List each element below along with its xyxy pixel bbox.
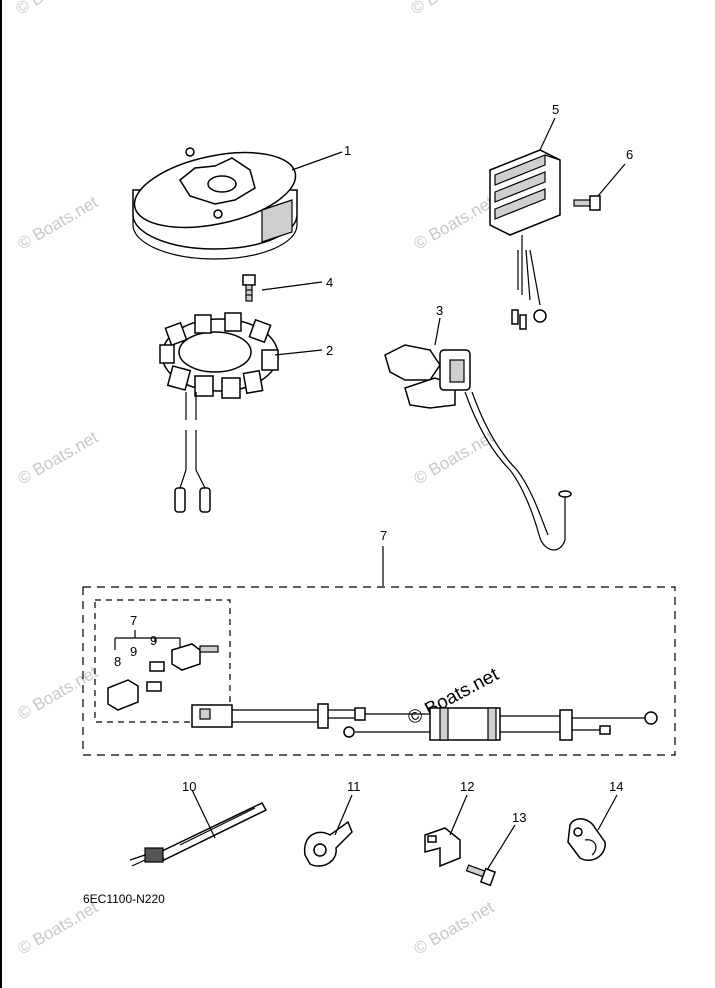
part-12-bracket	[424, 827, 461, 868]
callout-9a: 9	[130, 644, 137, 659]
watermark: © Boats.net	[15, 897, 102, 958]
callout-10: 10	[182, 779, 196, 794]
part-11-clamp	[303, 820, 353, 867]
part-6-screw	[573, 195, 601, 211]
part-2-stator	[159, 312, 279, 513]
part-13-screw	[465, 864, 497, 887]
watermark: © Boats.net	[13, 0, 100, 18]
leader-13	[486, 824, 516, 871]
watermark: © Boats.net	[408, 0, 495, 18]
callout-5: 5	[552, 102, 559, 117]
leader-10	[191, 789, 216, 839]
part-14-clip	[567, 818, 606, 862]
callout-7b: 7	[130, 613, 137, 628]
leader-6	[597, 163, 626, 197]
leader-14	[597, 794, 618, 831]
callout-14: 14	[609, 779, 623, 794]
callout-9b: 9	[150, 633, 157, 648]
harness-subkit: 7 8 9 9	[107, 613, 219, 711]
part-4-bolt	[242, 274, 256, 302]
callout-13: 13	[512, 810, 526, 825]
left-border	[0, 0, 2, 988]
callout-6: 6	[626, 147, 633, 162]
part-3-pulser	[384, 344, 572, 551]
callout-7: 7	[380, 528, 387, 543]
callout-11: 11	[347, 779, 361, 794]
part-5-rectifier	[489, 149, 561, 330]
diagram-code: 6EC1100-N220	[83, 892, 165, 906]
harness-dashed-box	[82, 586, 676, 756]
leader-11	[334, 794, 353, 836]
callout-4: 4	[326, 275, 333, 290]
watermark: © Boats.net	[15, 192, 102, 253]
part-10-cable-tie	[129, 802, 268, 867]
leader-12	[449, 794, 468, 836]
part-1-flywheel	[132, 147, 298, 260]
leader-4	[261, 281, 323, 291]
watermark: © Boats.net	[411, 192, 498, 253]
leader-2	[274, 349, 323, 356]
leader-5	[539, 117, 556, 151]
callout-1: 1	[344, 143, 351, 158]
watermark: © Boats.net	[15, 662, 102, 723]
leader-3	[434, 317, 441, 346]
callout-12: 12	[460, 779, 474, 794]
callout-8: 8	[114, 654, 121, 669]
subkit-dashed-box	[94, 599, 231, 723]
callout-2: 2	[326, 343, 333, 358]
watermark: © Boats.net	[411, 897, 498, 958]
harness-cable	[191, 703, 658, 741]
callout-3: 3	[436, 303, 443, 318]
watermark: © Boats.net	[15, 427, 102, 488]
leader-1	[291, 151, 343, 171]
